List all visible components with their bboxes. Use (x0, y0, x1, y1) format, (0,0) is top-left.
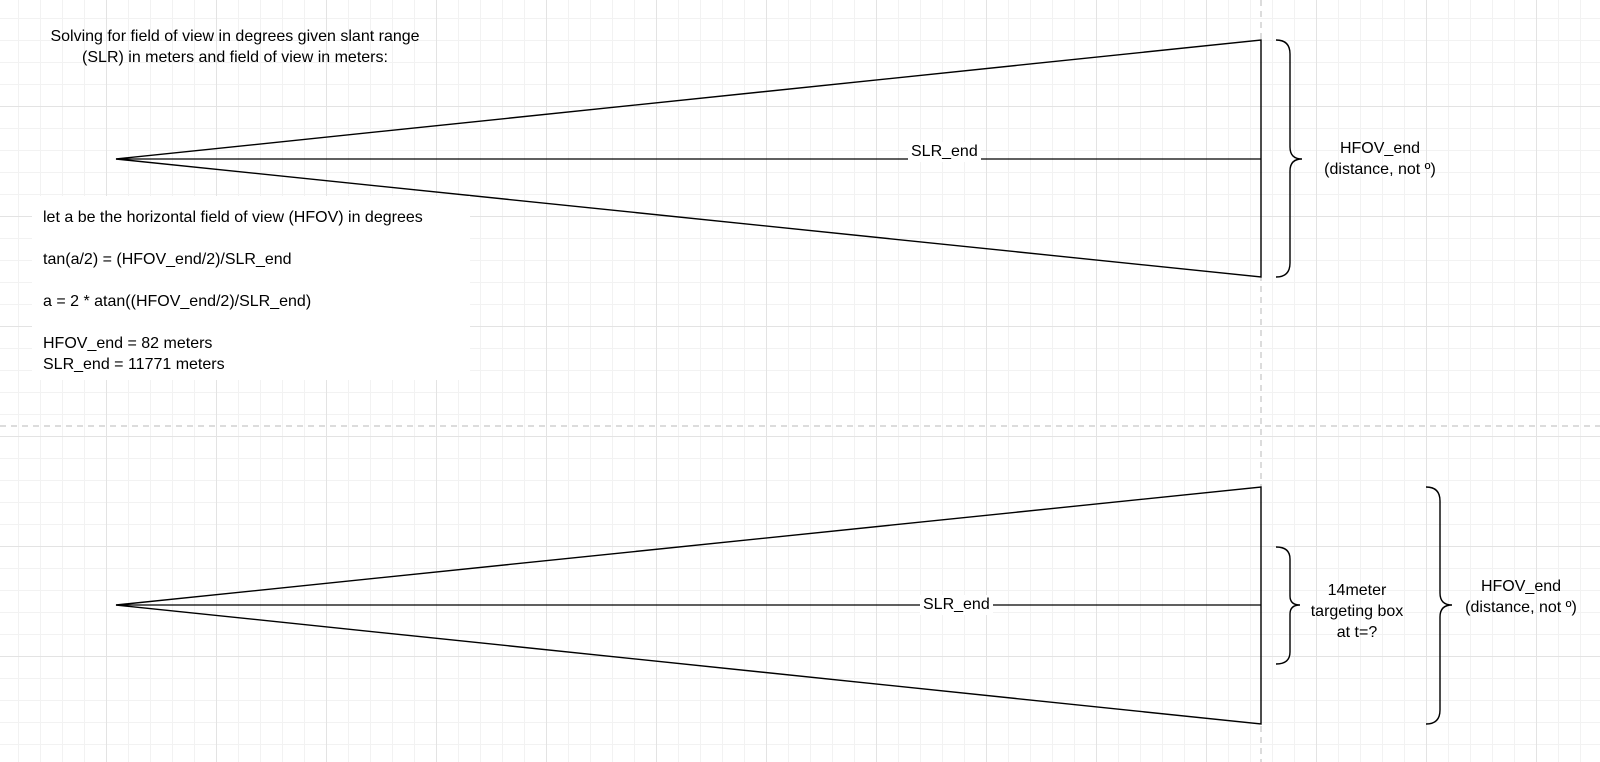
top-hfov-label-line-1: HFOV_end (1339, 140, 1421, 157)
bottom-hfov-label: HFOV_end (distance, not º) (1446, 576, 1596, 618)
targeting-box-label: 14meter targeting box at t=? (1292, 580, 1422, 643)
hfov-value: HFOV_end = 82 meters (43, 335, 213, 352)
bottom-hfov-label-line-1: HFOV_end (1480, 578, 1562, 595)
definition-text: let a be the horizontal field of view (H… (43, 209, 423, 226)
title-line-1: Solving for field of view in degrees giv… (50, 28, 420, 45)
top-slr-label: SLR_end (908, 142, 981, 162)
targeting-box-brace[interactable] (1275, 546, 1301, 665)
top-hfov-label-line-2: (distance, not º) (1324, 161, 1436, 178)
tangent-equation: tan(a/2) = (HFOV_end/2)/SLR_end (43, 251, 292, 268)
targeting-box-label-line-3: at t=? (1336, 624, 1378, 641)
bottom-hfov-brace[interactable] (1425, 486, 1453, 725)
targeting-box-label-line-2: targeting box (1310, 603, 1404, 620)
slr-value: SLR_end = 11771 meters (43, 356, 225, 373)
solution-text-panel[interactable]: let a be the horizontal field of view (H… (32, 196, 470, 380)
top-hfov-brace[interactable] (1275, 39, 1303, 278)
angle-equation: a = 2 * atan((HFOV_end/2)/SLR_end) (43, 293, 312, 310)
title-line-2: (SLR) in meters and field of view in met… (82, 49, 388, 66)
targeting-box-label-line-1: 14meter (1327, 582, 1387, 599)
bottom-hfov-label-line-2: (distance, not º) (1465, 599, 1577, 616)
top-hfov-label: HFOV_end (distance, not º) (1300, 138, 1460, 180)
diagram-title: Solving for field of view in degrees giv… (20, 26, 450, 68)
bottom-slr-label: SLR_end (920, 595, 993, 615)
